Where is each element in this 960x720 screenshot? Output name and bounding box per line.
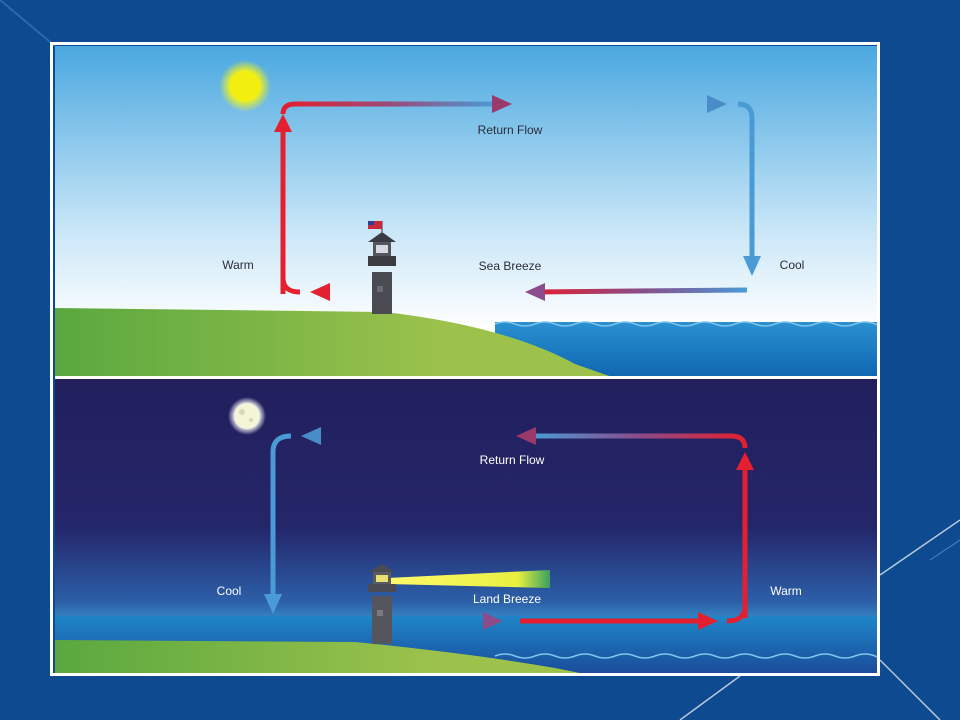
sea-breeze-label: Sea Breeze bbox=[478, 259, 542, 273]
decor-line bbox=[679, 675, 741, 720]
sea-breeze-diagram: Return Flow Sea Breeze Warm Cool bbox=[55, 46, 880, 378]
moon-icon bbox=[228, 397, 266, 435]
warm-rising-arrowhead bbox=[736, 452, 754, 470]
day-land bbox=[55, 308, 615, 378]
warm-label: Warm bbox=[222, 258, 254, 272]
return-flow-arrow bbox=[533, 433, 748, 449]
sea-breeze-arrowhead-2 bbox=[310, 283, 330, 301]
night-waves bbox=[494, 653, 880, 659]
decor-line bbox=[929, 539, 960, 561]
lighthouse-beam bbox=[387, 570, 550, 588]
warm-corner bbox=[726, 605, 748, 624]
land-breeze-diagram: Return Flow Land Breeze Cool Warm bbox=[55, 378, 880, 676]
cool-sinking-arrow bbox=[737, 101, 755, 258]
decor-line bbox=[879, 519, 960, 576]
sun-icon bbox=[219, 60, 271, 112]
night-land bbox=[55, 640, 595, 676]
return-flow-arrow bbox=[280, 101, 495, 115]
decor-line bbox=[0, 0, 56, 47]
warm-corner bbox=[280, 277, 301, 295]
return-flow-label: Return Flow bbox=[479, 453, 545, 467]
warm-label: Warm bbox=[770, 584, 802, 598]
panel-divider bbox=[55, 376, 880, 379]
day-waves bbox=[494, 321, 880, 327]
flag-icon bbox=[368, 221, 383, 232]
land-breeze-arrowhead-2 bbox=[698, 612, 718, 630]
return-flow-arrowhead-2 bbox=[301, 427, 321, 445]
cool-label: Cool bbox=[216, 584, 242, 598]
cool-sinking-arrowhead bbox=[743, 256, 761, 276]
lighthouse-icon bbox=[368, 232, 396, 314]
day-scene bbox=[55, 46, 880, 378]
cool-sinking-arrowhead bbox=[264, 594, 282, 614]
return-flow-label: Return Flow bbox=[477, 123, 543, 137]
sea-breeze-arrow bbox=[534, 287, 748, 295]
return-flow-arrowhead-1 bbox=[492, 95, 512, 113]
warm-rising-arrowhead bbox=[274, 114, 292, 132]
cool-sinking-arrow bbox=[270, 433, 292, 596]
return-flow-arrowhead-2 bbox=[707, 95, 727, 113]
return-flow-arrowhead-1 bbox=[516, 427, 536, 445]
land-breeze-arrowhead bbox=[483, 612, 503, 630]
land-breeze-label: Land Breeze bbox=[472, 592, 542, 606]
sea-breeze-arrowhead bbox=[525, 283, 545, 301]
cool-label: Cool bbox=[779, 258, 805, 272]
night-scene bbox=[55, 378, 880, 676]
decor-line bbox=[879, 659, 941, 720]
